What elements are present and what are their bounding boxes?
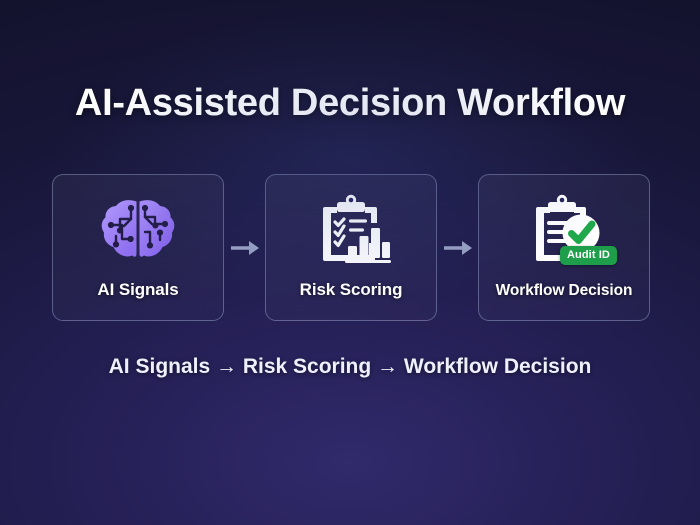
brain-circuit-icon [96, 192, 180, 268]
arrow-right-icon [228, 174, 262, 321]
workflow-step-card-risk-scoring[interactable]: Risk Scoring [265, 174, 437, 321]
workflow-step-label: Risk Scoring [299, 280, 403, 299]
workflow-step-label: Workflow Decision [495, 282, 633, 299]
clipboard-checklist-barchart-icon [309, 192, 393, 268]
workflow-caption: AI Signals → Risk Scoring → Workflow Dec… [108, 355, 592, 378]
status-badge-audit-id: Audit ID [560, 246, 617, 265]
workflow-steps-row: AI Signals [52, 174, 650, 321]
arrow-right-icon [441, 174, 475, 321]
workflow-step-card-workflow-decision[interactable]: Audit ID Workflow Decision [478, 174, 650, 321]
page-title: AI-Assisted Decision Workflow [74, 82, 626, 124]
workflow-step-label: AI Signals [97, 280, 179, 299]
workflow-step-card-ai-signals[interactable]: AI Signals [52, 174, 224, 321]
clipboard-check-circle-icon: Audit ID [522, 192, 617, 268]
